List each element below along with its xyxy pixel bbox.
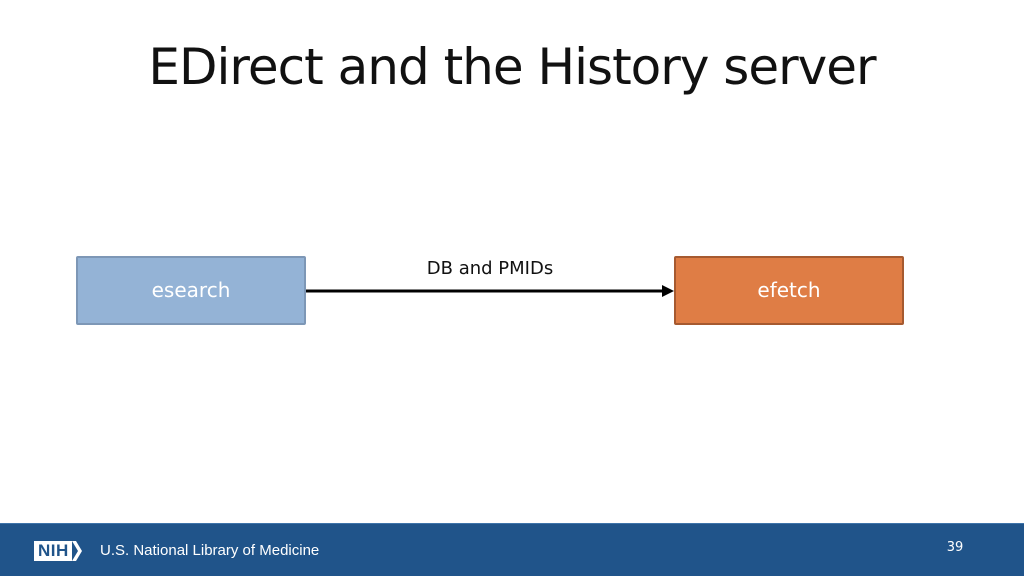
arrow-head — [662, 285, 674, 297]
chevron-right-icon — [71, 541, 82, 561]
edge-label: DB and PMIDs — [426, 258, 554, 279]
arrow-connector — [306, 285, 674, 297]
efetch-node: efetch — [674, 256, 904, 325]
footer-bar: NIH U.S. National Library of Medicine 39 — [0, 523, 1024, 576]
esearch-node: esearch — [76, 256, 306, 325]
organization-name: U.S. National Library of Medicine — [100, 542, 320, 559]
slide-title: EDirect and the History server — [148, 38, 876, 96]
esearch-node-label: esearch — [151, 277, 231, 302]
nih-logo: NIH — [34, 541, 82, 561]
efetch-node-label: efetch — [757, 277, 821, 302]
nih-logo-text: NIH — [34, 541, 72, 561]
page-number: 39 — [946, 540, 964, 555]
